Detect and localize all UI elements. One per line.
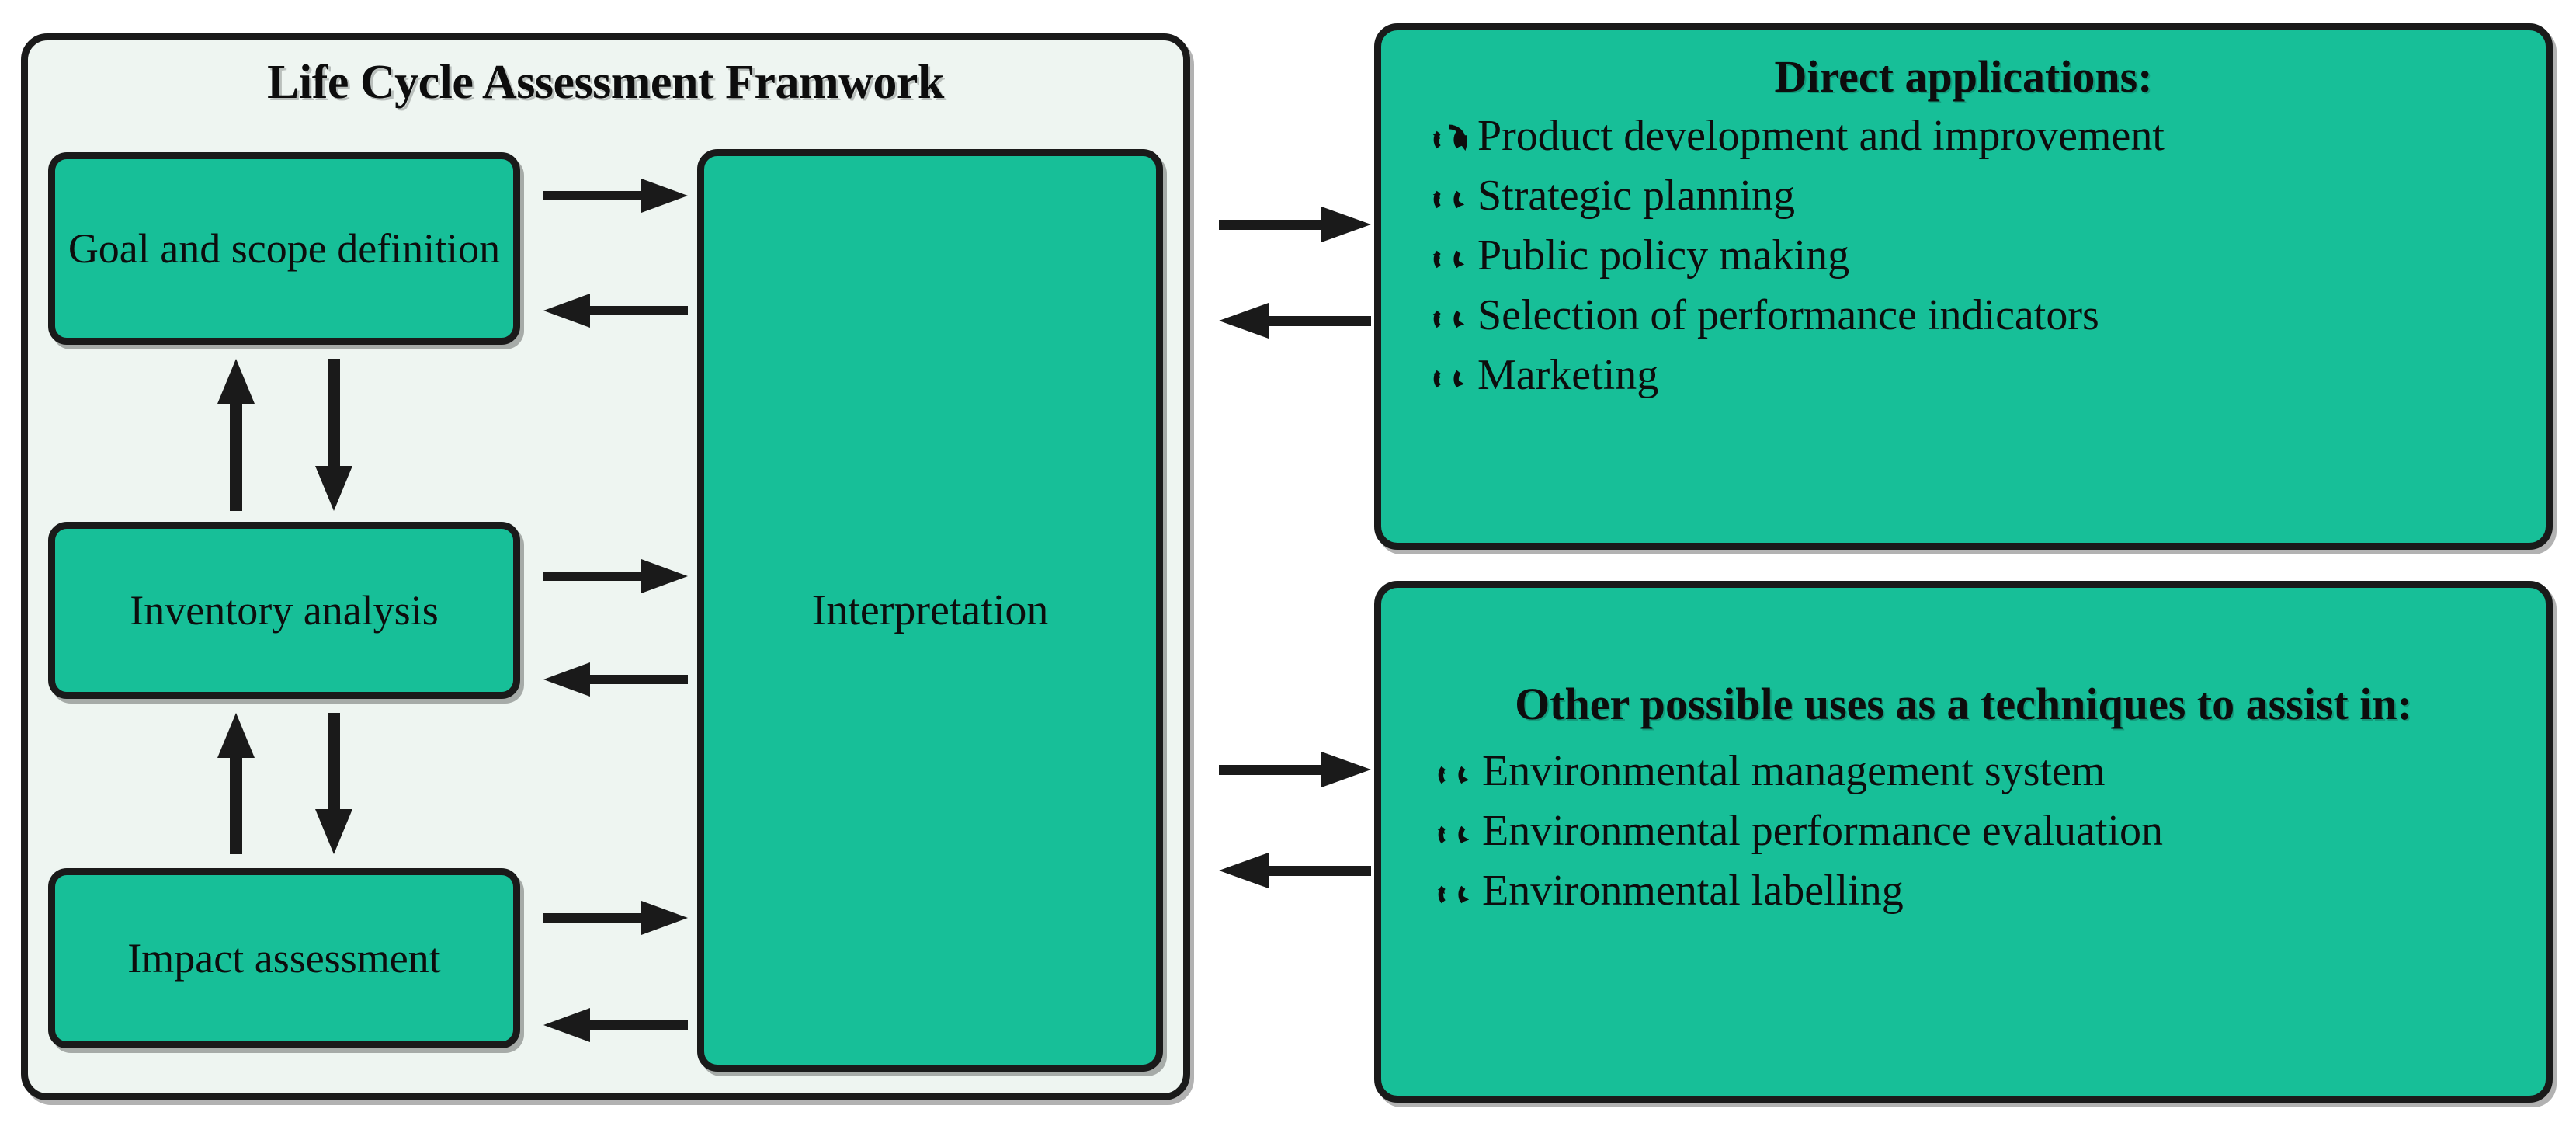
- list-item-label: Environmental labelling: [1482, 867, 1904, 916]
- list-item[interactable]: Marketing: [1431, 347, 2519, 404]
- list-item-label: Product development and improvement: [1477, 112, 2165, 161]
- stage-box-interpretation[interactable]: Interpretation: [697, 149, 1163, 1072]
- arrow-inventory-to-goal: [211, 359, 261, 511]
- stage-box-impact-assessment[interactable]: Impact assessment: [48, 868, 520, 1048]
- list-item[interactable]: Strategic planning: [1431, 168, 2519, 224]
- arrow-interpretation-to-goal: [543, 287, 688, 334]
- recycle-arrows-icon: [1431, 361, 1467, 397]
- recycle-arrows-icon: [1436, 757, 1471, 793]
- recycle-arrows-icon: [1436, 877, 1471, 912]
- list-direct-applications: Product development and improvement Stra…: [1431, 108, 2519, 403]
- arrow-framework-to-direct-applications: [1219, 200, 1371, 248]
- stage-label-interpretation: Interpretation: [811, 586, 1049, 634]
- list-item[interactable]: Environmental management system: [1436, 743, 2519, 800]
- stage-label-goal-and-scope-definition: Goal and scope definition: [68, 224, 501, 272]
- arrow-framework-to-other-uses: [1219, 745, 1371, 794]
- list-item[interactable]: Public policy making: [1431, 228, 2519, 284]
- stage-box-goal-and-scope-definition[interactable]: Goal and scope definition: [48, 152, 520, 345]
- list-item[interactable]: Product development and improvement: [1431, 108, 2519, 165]
- list-other-uses: Environmental management system Environm…: [1436, 743, 2519, 919]
- arrow-goal-to-inventory: [309, 359, 359, 511]
- list-item[interactable]: Environmental labelling: [1436, 863, 2519, 919]
- arrow-inventory-to-interpretation: [543, 553, 688, 599]
- recycle-arrows-icon: [1431, 122, 1467, 158]
- arrow-impact-to-inventory: [211, 713, 261, 854]
- arrow-interpretation-to-impact: [543, 1002, 688, 1048]
- list-item-label: Marketing: [1477, 350, 1659, 399]
- arrow-impact-to-interpretation: [543, 895, 688, 941]
- panel-title-other-uses: Other possible uses as a techniques to a…: [1515, 679, 2412, 729]
- arrow-inventory-to-impact: [309, 713, 359, 854]
- list-item[interactable]: Selection of performance indicators: [1431, 287, 2519, 344]
- recycle-arrows-icon: [1431, 182, 1467, 217]
- arrow-direct-applications-to-framework: [1219, 297, 1371, 345]
- panel-direct-applications: Direct applications: Product development…: [1374, 23, 2553, 550]
- stage-label-impact-assessment: Impact assessment: [127, 934, 441, 982]
- list-item[interactable]: Environmental performance evaluation: [1436, 803, 2519, 860]
- panel-title-direct-applications: Direct applications:: [1774, 51, 2153, 102]
- list-item-label: Environmental performance evaluation: [1482, 807, 2163, 856]
- arrow-goal-to-interpretation: [543, 172, 688, 219]
- stage-label-inventory-analysis: Inventory analysis: [130, 586, 439, 634]
- arrow-interpretation-to-inventory: [543, 656, 688, 703]
- list-item-label: Environmental management system: [1482, 747, 2106, 796]
- list-item-label: Public policy making: [1477, 231, 1850, 280]
- list-item-label: Strategic planning: [1477, 172, 1796, 221]
- framework-title: Life Cycle Assessment Framwork: [267, 56, 944, 109]
- panel-other-uses: Other possible uses as a techniques to a…: [1374, 581, 2553, 1103]
- recycle-arrows-icon: [1436, 817, 1471, 853]
- recycle-arrows-icon: [1431, 242, 1467, 277]
- stage-box-inventory-analysis[interactable]: Inventory analysis: [48, 522, 520, 699]
- arrow-other-uses-to-framework: [1219, 846, 1371, 895]
- list-item-label: Selection of performance indicators: [1477, 290, 2099, 339]
- recycle-arrows-icon: [1431, 301, 1467, 337]
